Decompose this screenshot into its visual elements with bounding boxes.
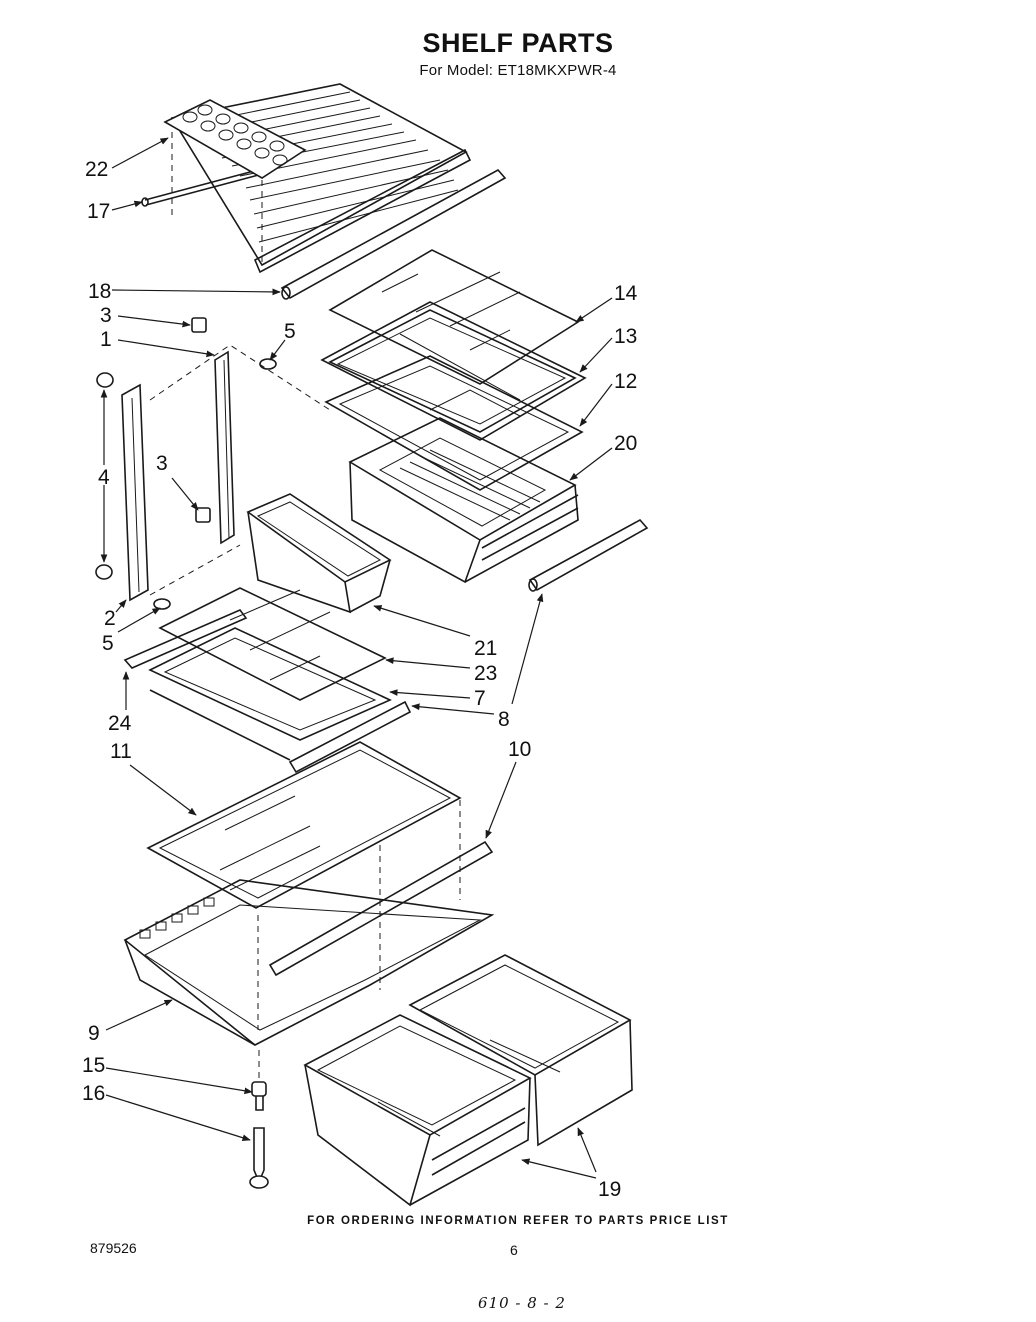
page-title: SHELF PARTS	[422, 28, 614, 58]
shelf-frame-7	[148, 627, 392, 741]
callout-21: 21	[474, 637, 497, 660]
shelf-supports	[95, 317, 331, 610]
callout-labels: 22 17 18 3 1 5 4 3 2 5 14 13 12 20 21 23…	[82, 158, 638, 1201]
callout-leaders	[100, 137, 613, 1179]
callout-7: 7	[474, 687, 486, 710]
callout-16: 16	[82, 1082, 105, 1105]
shelf-frame-13	[320, 301, 587, 441]
document-number: 879526	[90, 1240, 137, 1256]
glass-shelf-11	[146, 741, 462, 909]
callout-23: 23	[474, 662, 497, 685]
rail-24	[123, 609, 248, 669]
callout-1: 1	[100, 328, 112, 351]
model-subtitle: For Model: ET18MKXPWR-4	[419, 62, 617, 79]
callout-3-top: 3	[100, 304, 112, 327]
roller-parts-15-16	[249, 1050, 269, 1189]
callout-2: 2	[104, 607, 116, 630]
crisper-frame-9	[123, 845, 495, 1046]
ordering-note: FOR ORDERING INFORMATION REFER TO PARTS …	[307, 1215, 729, 1227]
callout-14: 14	[614, 282, 638, 305]
callout-10: 10	[508, 738, 531, 761]
callout-3-mid: 3	[156, 452, 168, 475]
wire-shelf-assembly	[141, 83, 507, 300]
callout-13: 13	[614, 325, 637, 348]
callout-19: 19	[598, 1178, 621, 1201]
drawer-20	[348, 417, 579, 584]
callout-9: 9	[88, 1022, 100, 1045]
callout-5-top: 5	[284, 320, 296, 343]
callout-22: 22	[85, 158, 108, 181]
callout-8: 8	[498, 708, 510, 731]
callout-5-bottom: 5	[102, 632, 114, 655]
crisper-drawers-19	[303, 954, 633, 1207]
callout-18: 18	[88, 280, 111, 303]
page-number: 6	[510, 1242, 518, 1258]
rail-8-right	[528, 518, 649, 592]
bin-21	[246, 493, 392, 614]
handwritten-note: 610 - 8 - 2	[478, 1294, 566, 1312]
crisper-cover-12	[324, 355, 584, 491]
callout-24: 24	[108, 712, 132, 735]
rail-10	[268, 840, 494, 977]
rail-8-left	[288, 700, 412, 774]
callout-11: 11	[110, 740, 132, 763]
glass-shelf-23	[158, 587, 387, 701]
callout-15: 15	[82, 1054, 105, 1077]
callout-20: 20	[614, 432, 637, 455]
callout-4: 4	[98, 466, 110, 489]
callout-17: 17	[87, 200, 110, 223]
callout-12: 12	[614, 370, 637, 393]
